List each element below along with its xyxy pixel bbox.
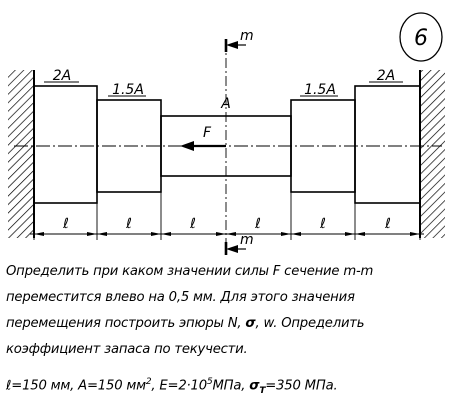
length-label-1: ℓ [62, 216, 69, 232]
problem-number: 6 [414, 26, 428, 51]
area-label-5: 2A [377, 68, 395, 84]
section-label-bottom: m [240, 232, 254, 248]
statement-line-4: коэффициент запаса по текучести. [6, 342, 248, 357]
length-label-3: ℓ [189, 216, 196, 232]
sigma-t-symbol: σ [249, 378, 260, 394]
section-arrow-bottom [224, 242, 246, 255]
statement-line-1: Определить при каком значении силы F сеч… [6, 264, 374, 279]
length-label-5: ℓ [319, 216, 326, 232]
area-label-3: A [220, 96, 231, 112]
statement-line-3: перемещения построить эпюры N, σ, w. Опр… [6, 316, 365, 331]
left-wall [8, 70, 35, 238]
length-label-6: ℓ [384, 216, 391, 232]
section-label-top: m [240, 28, 254, 44]
segment-2a-left [33, 85, 98, 204]
statement-line-2: переместится влево на 0,5 мм. Для этого … [6, 290, 355, 305]
right-wall [419, 70, 445, 238]
force-arrow [180, 141, 226, 151]
force-label: F [203, 125, 212, 141]
area-label-4: 1.5A [304, 82, 336, 98]
sigma-symbol: σ [245, 316, 256, 331]
area-label-2: 1.5A [112, 82, 144, 98]
problem-number-badge: 6 [399, 12, 443, 62]
length-label-2: ℓ [125, 216, 132, 232]
length-label-4: ℓ [254, 216, 261, 232]
area-label-1: 2A [53, 68, 71, 84]
given-data-line: ℓ=150 мм, A=150 мм2, E=2·105МПа, σT=350 … [6, 377, 338, 397]
section-arrow-top [224, 39, 246, 52]
segment-2a-right [354, 85, 421, 204]
dimension-line [30, 176, 424, 240]
